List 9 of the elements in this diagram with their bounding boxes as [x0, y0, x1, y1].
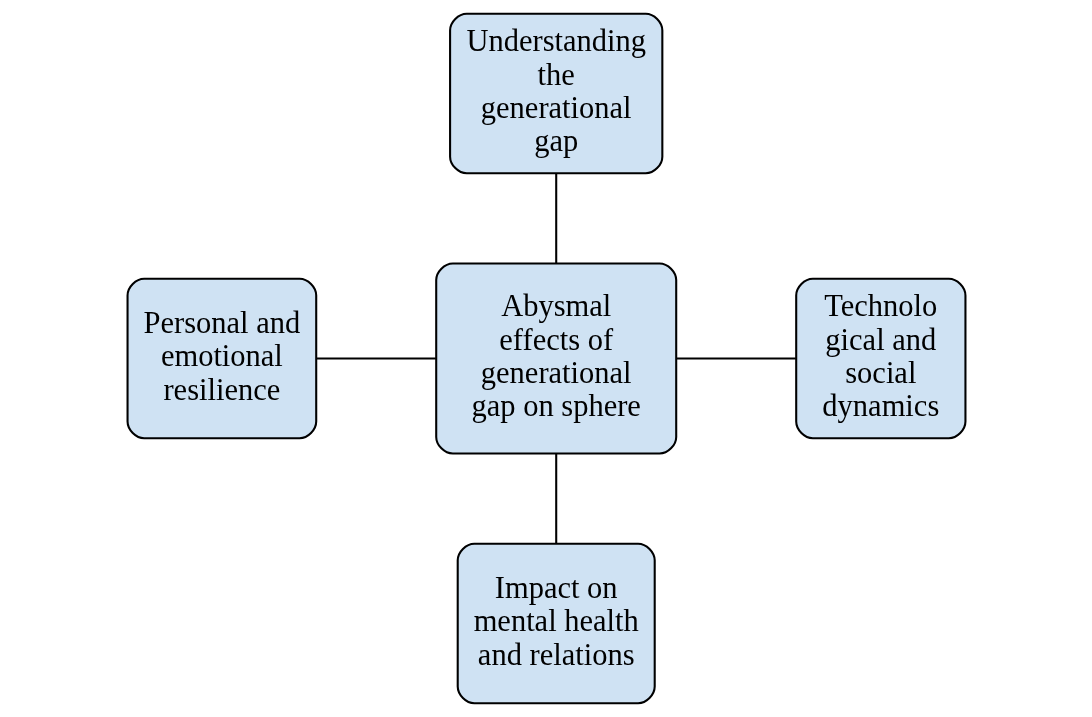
node-box: Personal and emotional resilience — [126, 277, 317, 440]
node-box: Technolo gical and social dynamics — [794, 277, 966, 440]
node-box: Understanding the generational gap — [448, 12, 663, 175]
connector — [676, 357, 796, 360]
connector — [554, 453, 557, 544]
connector — [554, 173, 557, 264]
connector — [316, 357, 436, 360]
node-box: Abysmal effects of generational gap on sphere — [434, 262, 677, 455]
node-box: Impact on mental health and relations — [456, 542, 656, 705]
